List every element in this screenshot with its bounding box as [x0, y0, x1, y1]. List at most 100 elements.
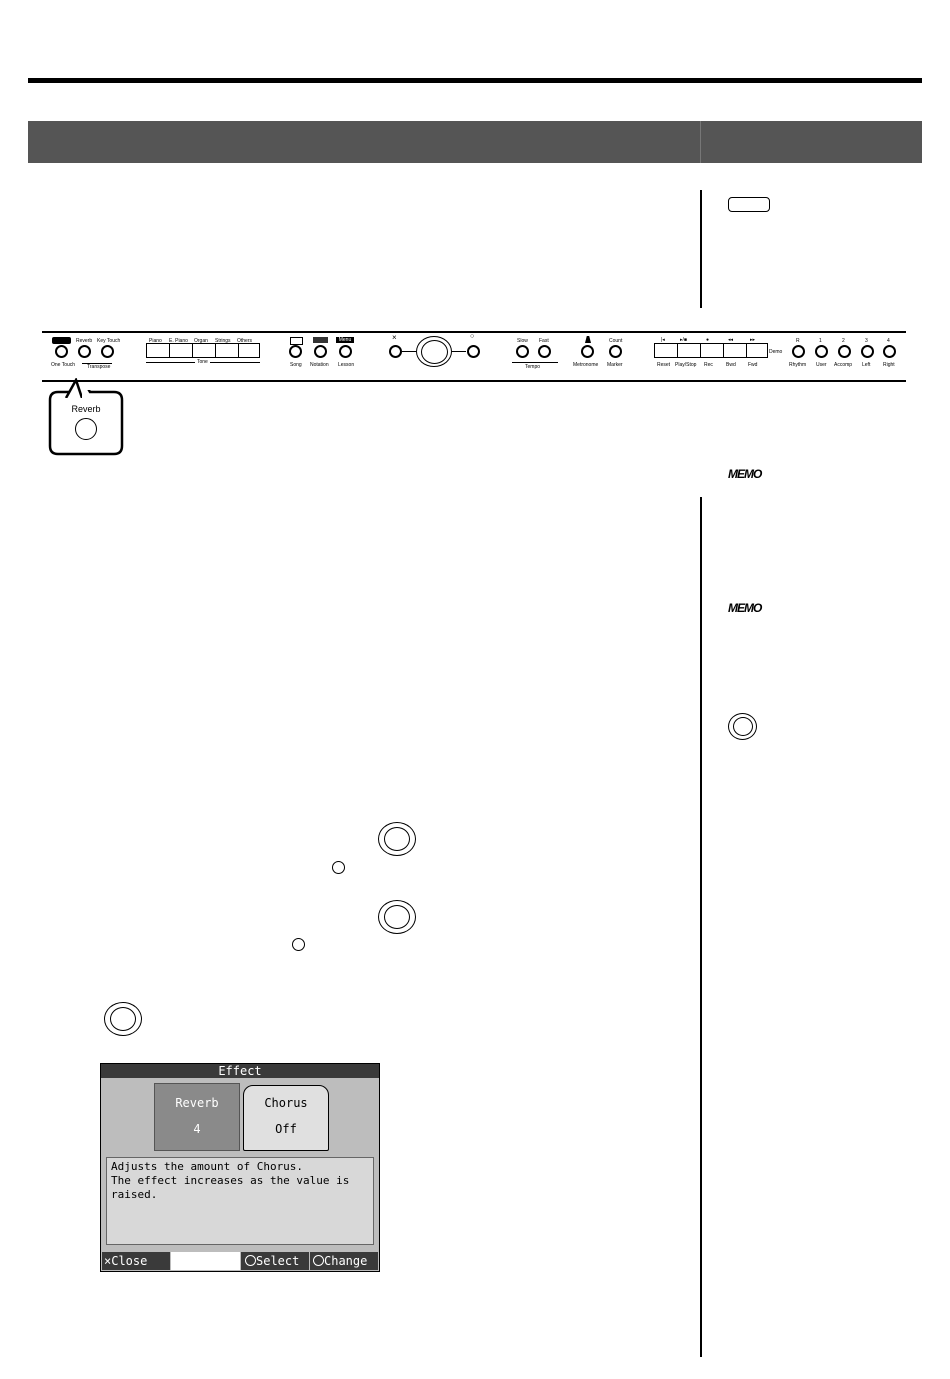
rec-glyph: ● — [706, 337, 710, 343]
reverb-panel-label: Reverb — [76, 338, 93, 344]
change-icon — [313, 1255, 324, 1266]
reverb-button[interactable] — [78, 345, 91, 358]
play-stop-label[interactable]: Play/Stop — [675, 362, 697, 368]
left-button[interactable] — [861, 345, 874, 358]
cursor-pad-icon — [104, 1002, 142, 1036]
note-badge — [728, 197, 770, 212]
select-button[interactable]: Select — [241, 1252, 309, 1270]
track-2-top: 2 — [842, 338, 845, 344]
notation-label: Notation — [310, 362, 329, 368]
footer-blank — [171, 1252, 240, 1270]
song-label: Song — [290, 362, 302, 368]
close-button[interactable]: ×Close — [102, 1252, 170, 1270]
select-label: Select — [256, 1254, 300, 1268]
demo-label: Demo — [769, 349, 783, 355]
description-line-2: The effect increases as the value is — [111, 1174, 350, 1187]
bwd-glyph: ◂◂ — [728, 337, 734, 343]
fwd-label[interactable]: Fwd — [748, 362, 758, 368]
tone-others-label[interactable]: Others — [237, 338, 253, 344]
cursor-pad-icon — [378, 822, 416, 856]
track-1-top: 1 — [819, 338, 822, 344]
one-touch-label: One Touch — [51, 362, 76, 368]
chorus-tab-name: Chorus — [264, 1096, 308, 1110]
reverb-tab-value: 4 — [193, 1122, 201, 1136]
callout-reverb-label: Reverb — [71, 404, 101, 414]
accomp-label: Accomp — [834, 362, 853, 368]
sidebar-divider — [700, 190, 702, 308]
cursor-pad-icon — [728, 713, 757, 740]
lesson-button[interactable] — [339, 345, 352, 358]
transpose-label: Transpose — [87, 364, 111, 370]
rec-label[interactable]: Rec — [704, 362, 713, 368]
change-label: Change — [324, 1254, 368, 1268]
lesson-label: Lesson — [338, 362, 355, 368]
effect-screen: Effect Reverb 4 Chorus Off Adjusts the a… — [100, 1063, 380, 1272]
key-touch-label: Key Touch — [97, 338, 121, 344]
piano-every-logo — [52, 337, 71, 344]
reverb-tab-name: Reverb — [175, 1096, 219, 1110]
metronome-icon — [585, 336, 591, 343]
chorus-tab-value: Off — [275, 1122, 297, 1136]
cancel-button[interactable] — [389, 345, 402, 358]
select-icon — [245, 1255, 256, 1266]
description-line-1: Adjusts the amount of Chorus. — [111, 1160, 304, 1173]
tone-piano-label[interactable]: Piano — [149, 338, 162, 344]
left-label: Left — [862, 362, 871, 368]
reverb-tab[interactable]: Reverb 4 — [154, 1083, 240, 1151]
description-line-3: raised. — [111, 1188, 158, 1201]
tone-group-label: Tone — [195, 359, 210, 365]
cursor-pad[interactable] — [416, 336, 452, 367]
memo-badge: MEMO — [728, 467, 762, 481]
fast-label: Fast — [539, 338, 549, 344]
ok-label: ○ — [470, 333, 475, 340]
tone-epiano-label[interactable]: E. Piano — [169, 338, 188, 344]
tone-organ-label[interactable]: Organ — [194, 338, 208, 344]
key-touch-button[interactable] — [101, 345, 114, 358]
memo-badge-2: MEMO — [728, 601, 762, 615]
notation-icon — [313, 337, 328, 343]
user-label: User — [816, 362, 827, 368]
track-3-top: 3 — [865, 338, 868, 344]
rhythm-button[interactable] — [792, 345, 805, 358]
metronome-label: Metronome — [573, 362, 599, 368]
change-button[interactable]: Change — [310, 1252, 378, 1270]
notation-button[interactable] — [314, 345, 327, 358]
marker-label: Marker — [607, 362, 623, 368]
one-touch-button[interactable] — [55, 345, 68, 358]
play-stop-glyph: ▸/■ — [680, 337, 687, 343]
fwd-glyph: ▸▸ — [750, 337, 756, 343]
cancel-label: × — [392, 333, 397, 342]
track-4-top: 4 — [887, 338, 890, 344]
section-header-bar — [28, 121, 922, 163]
callout-reverb-knob — [75, 418, 97, 440]
tone-strings-label[interactable]: Strings — [215, 338, 231, 344]
description-box: Adjusts the amount of Chorus. The effect… — [106, 1157, 374, 1245]
right-button[interactable] — [883, 345, 896, 358]
metronome-button[interactable] — [581, 345, 594, 358]
tone-button-row — [146, 343, 260, 358]
chorus-tab[interactable]: Chorus Off — [243, 1085, 329, 1151]
tempo-label: Tempo — [525, 364, 541, 370]
ok-button-icon — [332, 861, 345, 874]
cursor-pad-inner — [421, 340, 448, 364]
user-button[interactable] — [815, 345, 828, 358]
control-panel: One Touch Reverb Key Touch Transpose Pia… — [42, 331, 906, 382]
marker-button[interactable] — [609, 345, 622, 358]
bwd-label[interactable]: Bwd — [726, 362, 736, 368]
accomp-button[interactable] — [838, 345, 851, 358]
fast-button[interactable] — [538, 345, 551, 358]
reverb-callout: Reverb — [48, 390, 124, 456]
slow-button[interactable] — [516, 345, 529, 358]
reset-glyph: |◂ — [661, 337, 665, 343]
ok-button[interactable] — [467, 345, 480, 358]
transport-button-row — [654, 343, 768, 358]
ok-button-icon — [292, 938, 305, 951]
track-r-top: R — [796, 338, 800, 344]
top-rule — [28, 78, 922, 83]
count-label: Count — [609, 338, 623, 344]
reset-label[interactable]: Reset — [657, 362, 671, 368]
slow-label: Slow — [517, 338, 528, 344]
menu-badge: Menu — [336, 337, 354, 343]
sidebar-divider-lower — [700, 497, 702, 1357]
song-button[interactable] — [289, 345, 302, 358]
